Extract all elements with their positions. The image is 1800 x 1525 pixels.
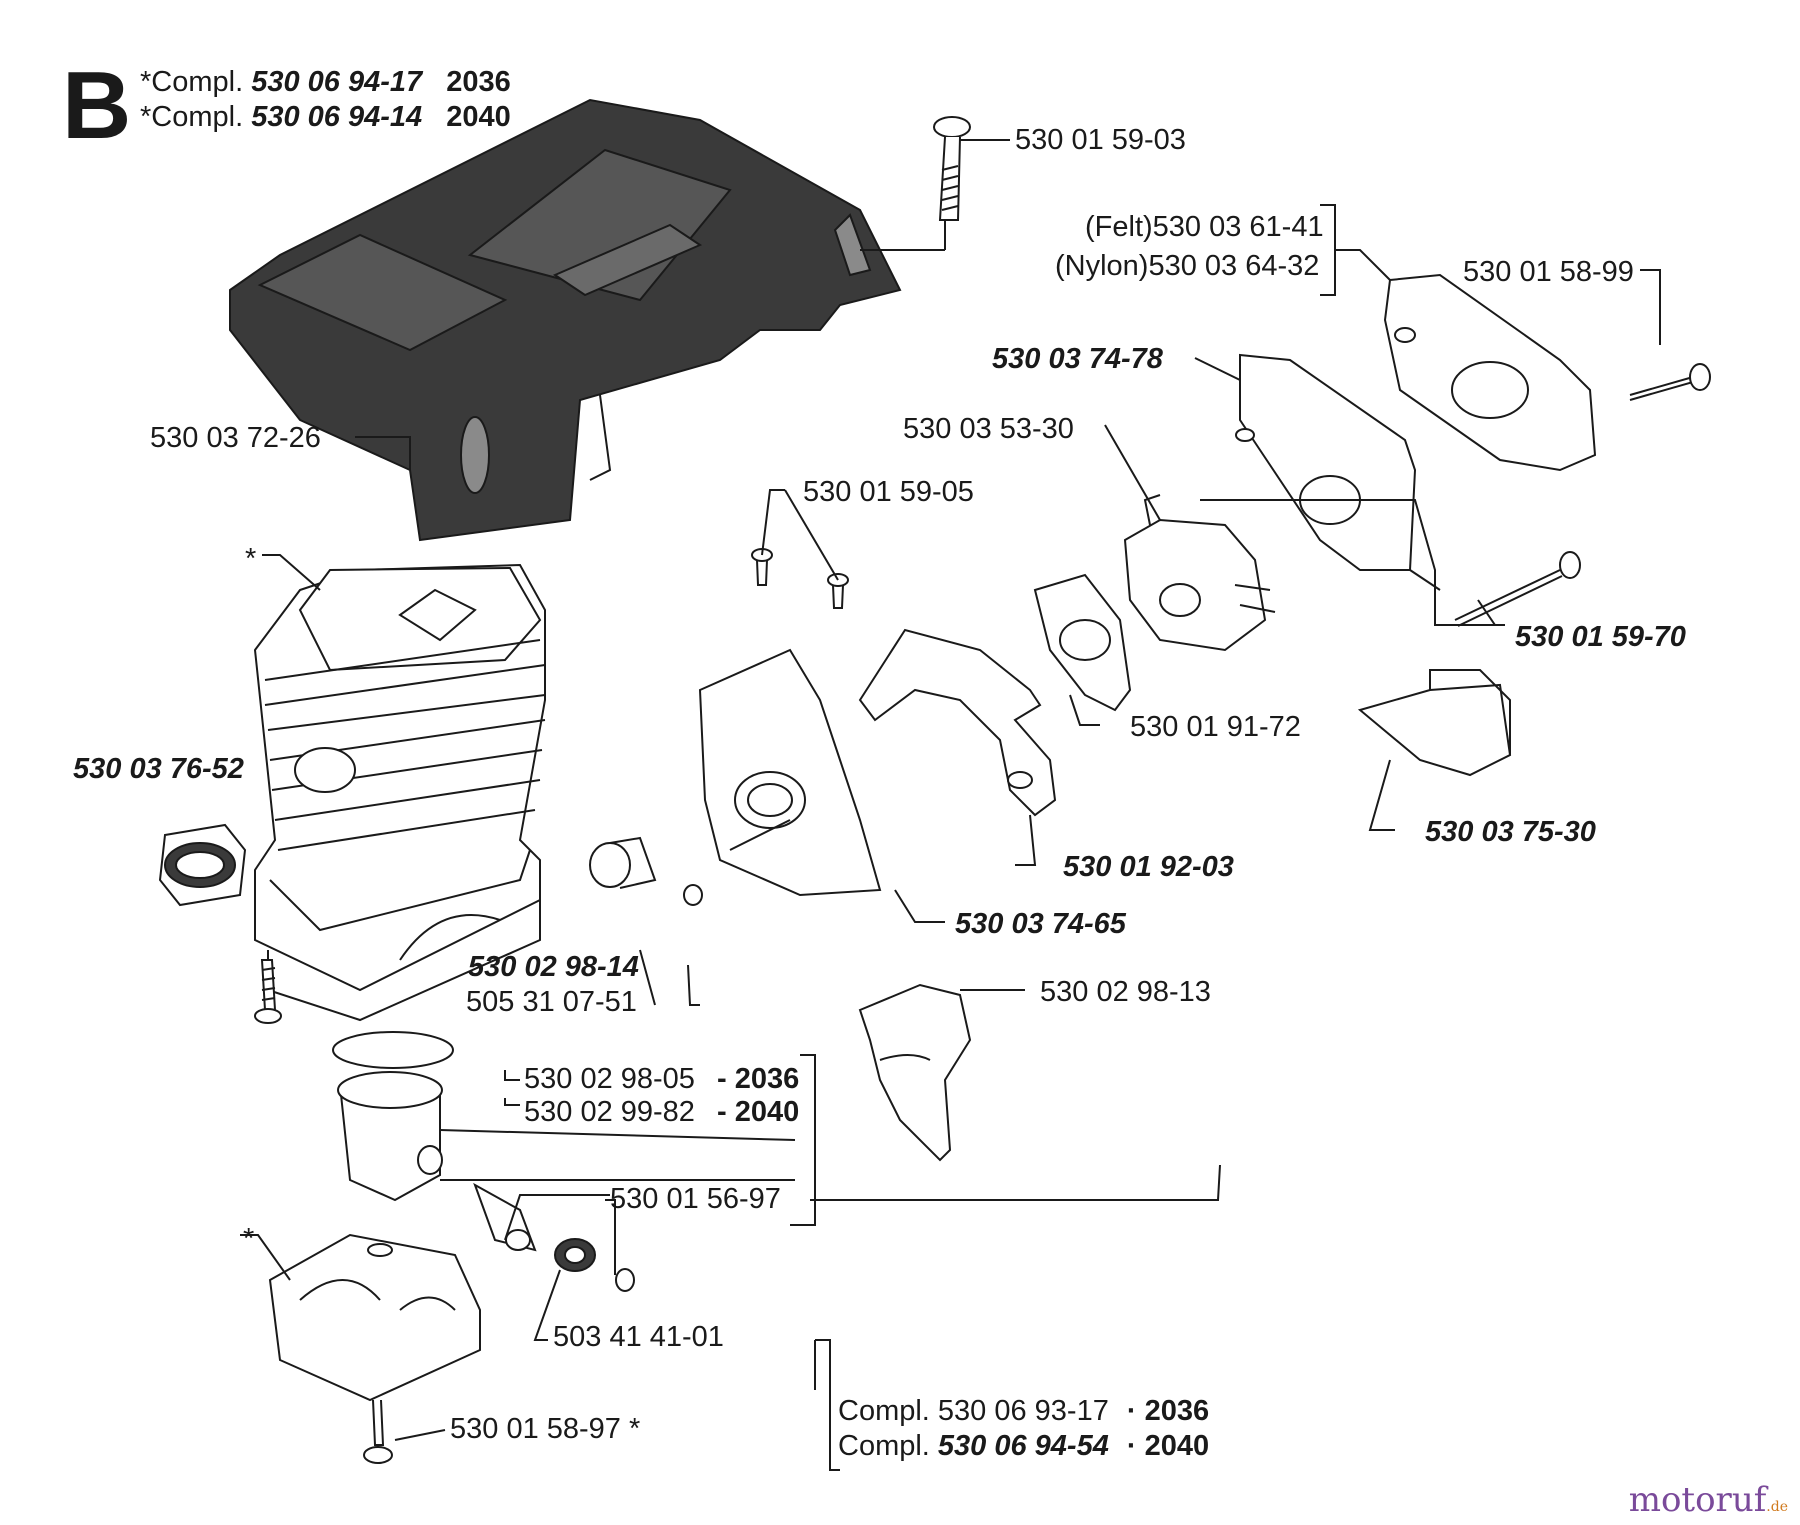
label-bushing: 505 31 07-51 [466, 986, 637, 1018]
watermark-logo: motoruf.de [1629, 1483, 1788, 1517]
header-compl-2040: *Compl. 530 06 94-14 2040 [140, 103, 511, 132]
label-bracket: 530 01 92-03 [1063, 851, 1234, 883]
label-filter-holder: 530 03 74-78 [992, 343, 1163, 375]
label-gasket: 530 01 91-72 [1130, 711, 1301, 743]
header-model: 2040 [446, 101, 511, 133]
label-star-crankcase: * [243, 1223, 255, 1255]
duct-part [858, 983, 972, 1162]
piston-code: 530 02 98-05 [524, 1063, 695, 1095]
header-prefix: *Compl. [140, 101, 244, 133]
piston-pin-part [473, 1182, 537, 1252]
label-sleeve: 530 02 98-14 [468, 951, 639, 983]
label-crankcase-screw: 530 01 58-97 * [450, 1413, 641, 1445]
muffler-cap-part [158, 823, 247, 907]
intake-adapter-part [698, 648, 882, 897]
bracket-part [858, 628, 1057, 817]
label-bearing: 503 41 41-01 [553, 1321, 724, 1353]
watermark-suffix: .de [1766, 1499, 1788, 1515]
label-duct: 530 02 98-13 [1040, 976, 1211, 1008]
label-intake-adapter: 530 03 74-65 [955, 908, 1126, 940]
sleeve-part [589, 836, 657, 889]
footer-compl-2040: Compl. 530 06 94-54 · 2040 [838, 1432, 1209, 1461]
piston-part [337, 1071, 443, 1202]
label-piston-2040: 530 02 99-82 - 2040 [524, 1098, 799, 1127]
filter-cover-part [1383, 273, 1597, 472]
footer-model: · 2036 [1126, 1395, 1210, 1427]
bearing-part [554, 1238, 596, 1272]
header-code: 530 06 94-14 [251, 101, 423, 133]
mid-screws-part [751, 548, 849, 609]
choke-part [1357, 669, 1512, 777]
header-prefix: *Compl. [140, 66, 244, 98]
label-screw-top: 530 01 59-03 [1015, 124, 1186, 156]
cylinder-screw-part [254, 959, 282, 1024]
label-nylon-filter: (Nylon)530 03 64-32 [1055, 250, 1320, 282]
label-piston-2036: 530 02 98-05 - 2036 [524, 1065, 799, 1094]
watermark-main: motoruf [1628, 1480, 1767, 1520]
label-choke: 530 03 75-30 [1425, 816, 1596, 848]
footer-code: 530 06 94-54 [937, 1430, 1109, 1462]
header-compl-2036: *Compl. 530 06 94-17 2036 [140, 68, 511, 97]
footer-prefix: Compl. [838, 1430, 930, 1462]
piston-ring-part [332, 1031, 454, 1069]
label-long-screw: 530 01 59-70 [1515, 621, 1686, 653]
crankcase-screw-part [363, 1399, 393, 1464]
footer-model: · 2040 [1126, 1430, 1210, 1462]
header-model: 2036 [446, 66, 511, 98]
piston-code: 530 02 99-82 [524, 1096, 695, 1128]
piston-model: - 2040 [717, 1096, 800, 1128]
label-carburetor: 530 03 53-30 [903, 413, 1074, 445]
cylinder-cover-part [229, 98, 902, 542]
label-filter-cover: 530 01 58-99 [1463, 256, 1634, 288]
cylinder-part [253, 563, 546, 1022]
label-circlip: 530 01 56-97 [610, 1183, 781, 1215]
filter-holder-part [1235, 353, 1417, 571]
leader-lines [240, 139, 1661, 1471]
header-code: 530 06 94-17 [251, 66, 423, 98]
footer-prefix: Compl. [838, 1395, 930, 1427]
long-screw-part [1629, 363, 1711, 401]
crankcase-part [268, 1233, 481, 1402]
label-cylinder-cover: 530 03 72-26 [150, 422, 321, 454]
footer-code: 530 06 93-17 [937, 1395, 1109, 1427]
label-mid-screws: 530 01 59-05 [803, 476, 974, 508]
long-screw-70-part [1454, 551, 1581, 627]
label-felt-filter: (Felt)530 03 61-41 [1085, 211, 1324, 243]
section-letter: B [62, 52, 132, 159]
label-muffler-cap: 530 03 76-52 [73, 753, 244, 785]
screw-top-part [933, 116, 971, 221]
gasket-part [1033, 573, 1132, 712]
bushing-part [683, 884, 703, 906]
carburetor-part [1123, 494, 1276, 652]
footer-compl-2036: Compl. 530 06 93-17 · 2036 [838, 1397, 1209, 1426]
piston-model: - 2036 [717, 1063, 800, 1095]
label-star-cylinder: * [245, 543, 257, 575]
circlip-part [615, 1268, 635, 1292]
